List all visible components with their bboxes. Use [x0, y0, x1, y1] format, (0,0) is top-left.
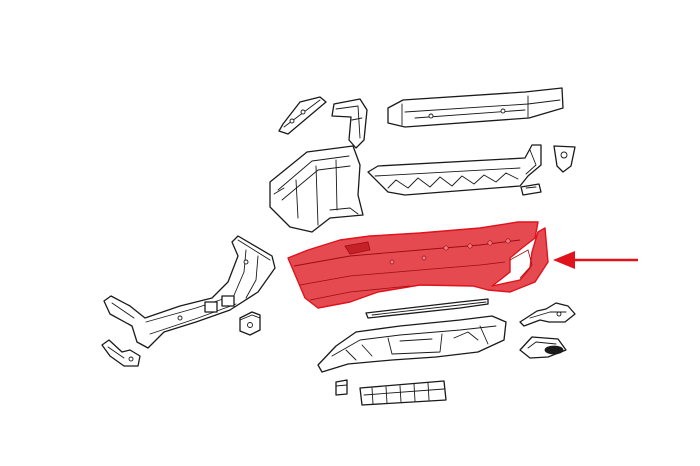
- lower-diffuser[interactable]: [317, 315, 507, 373]
- rear-bumper-cover[interactable]: [287, 221, 549, 309]
- side-bracket-left[interactable]: [278, 96, 327, 135]
- tow-hitch[interactable]: [103, 235, 276, 349]
- corner-bracket[interactable]: [331, 98, 368, 149]
- trim-clip[interactable]: [553, 145, 576, 173]
- reinforcement-beam[interactable]: [387, 87, 564, 128]
- pointer-arrow: [553, 251, 638, 269]
- energy-absorber[interactable]: [367, 144, 542, 196]
- inner-fender-panel[interactable]: [269, 145, 364, 233]
- reflector-small[interactable]: [520, 183, 542, 196]
- license-grille[interactable]: [359, 380, 447, 406]
- hitch-side-bracket[interactable]: [101, 339, 141, 367]
- small-clip[interactable]: [335, 379, 348, 396]
- exhaust-tip[interactable]: [519, 336, 567, 359]
- trim-strip[interactable]: [365, 298, 489, 319]
- exhaust-bracket[interactable]: [519, 302, 576, 327]
- hitch-connector[interactable]: [239, 311, 261, 336]
